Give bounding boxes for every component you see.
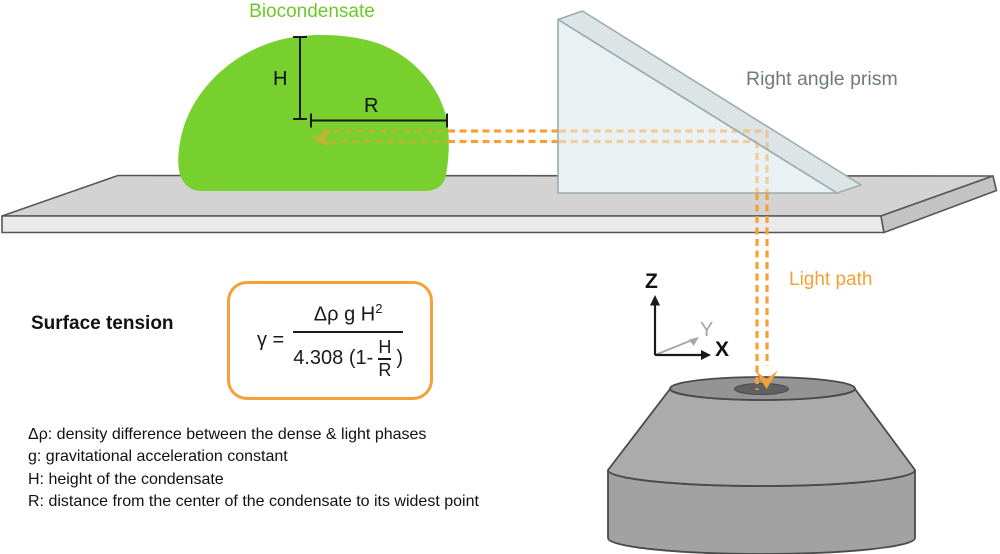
biocondensate-droplet — [178, 35, 449, 191]
biocondensate-label: Biocondensate — [249, 1, 375, 22]
slide-front-face — [1, 215, 885, 234]
definition-g: g: gravitational acceleration constant — [28, 448, 288, 466]
formula-denominator: 4.308 (1- H R ) — [293, 338, 403, 380]
objective-lens — [607, 376, 916, 554]
height-label: H — [273, 68, 288, 90]
variable-definitions: Δρ: density difference between the dense… — [28, 424, 479, 513]
definition-r: R: distance from the center of the conde… — [28, 492, 479, 510]
objective-cone — [607, 386, 916, 487]
definition-delta-rho: Δρ: density difference between the dense… — [28, 426, 427, 443]
formula-hr-numerator: H — [378, 336, 392, 357]
radius-label: R — [364, 95, 379, 117]
formula-numerator: Δρ g H2 — [304, 301, 393, 327]
formula-fraction: Δρ g H2 4.308 (1- H R ) — [293, 301, 403, 379]
prism-outline — [557, 10, 862, 194]
axis-z-arrow — [650, 295, 660, 355]
light-path-arrow-down-icon — [755, 370, 778, 389]
right-angle-prism — [558, 11, 861, 193]
axis-y-arrow — [654, 337, 699, 356]
prism-label: Right angle prism — [746, 68, 898, 90]
slide-right-cap — [880, 175, 998, 234]
axis-x-arrow — [655, 350, 711, 360]
objective-aperture — [734, 383, 789, 395]
surface-tension-title: Surface tension — [31, 313, 174, 334]
formula-hr-fraction: H R — [378, 336, 392, 380]
definition-h: H: height of the condensate — [28, 470, 224, 488]
axis-z-label: Z — [645, 270, 658, 293]
formula-lhs: γ = — [257, 329, 285, 351]
formula-numerator-base: Δρ g H — [313, 303, 376, 326]
light-path-beam-in-droplet — [318, 129, 448, 144]
formula-numerator-exponent: 2 — [375, 301, 383, 317]
light-path-arrow-left-icon — [313, 128, 331, 148]
axis-y-label: Y — [700, 319, 714, 341]
light-path-beam-vertical — [755, 193, 769, 390]
hr-fraction-bar — [378, 357, 392, 360]
formula-denominator-suffix: ) — [396, 347, 403, 370]
prism-hypotenuse-face — [558, 11, 861, 193]
formula-hr-denominator: R — [378, 359, 392, 380]
surface-tension-formula-box: γ = Δρ g H2 4.308 (1- H R ) — [227, 281, 433, 400]
formula-denominator-prefix: 4.308 (1- — [293, 347, 374, 370]
height-dimension-line — [293, 36, 307, 120]
axis-x-label: X — [715, 338, 730, 361]
radius-dimension-line — [310, 113, 448, 128]
coordinate-axes — [650, 295, 711, 360]
light-path-label: Light path — [789, 269, 873, 290]
fraction-bar — [293, 330, 403, 333]
light-path-beam-horizontal — [448, 129, 559, 144]
light-path-beam-in-prism — [559, 129, 769, 193]
